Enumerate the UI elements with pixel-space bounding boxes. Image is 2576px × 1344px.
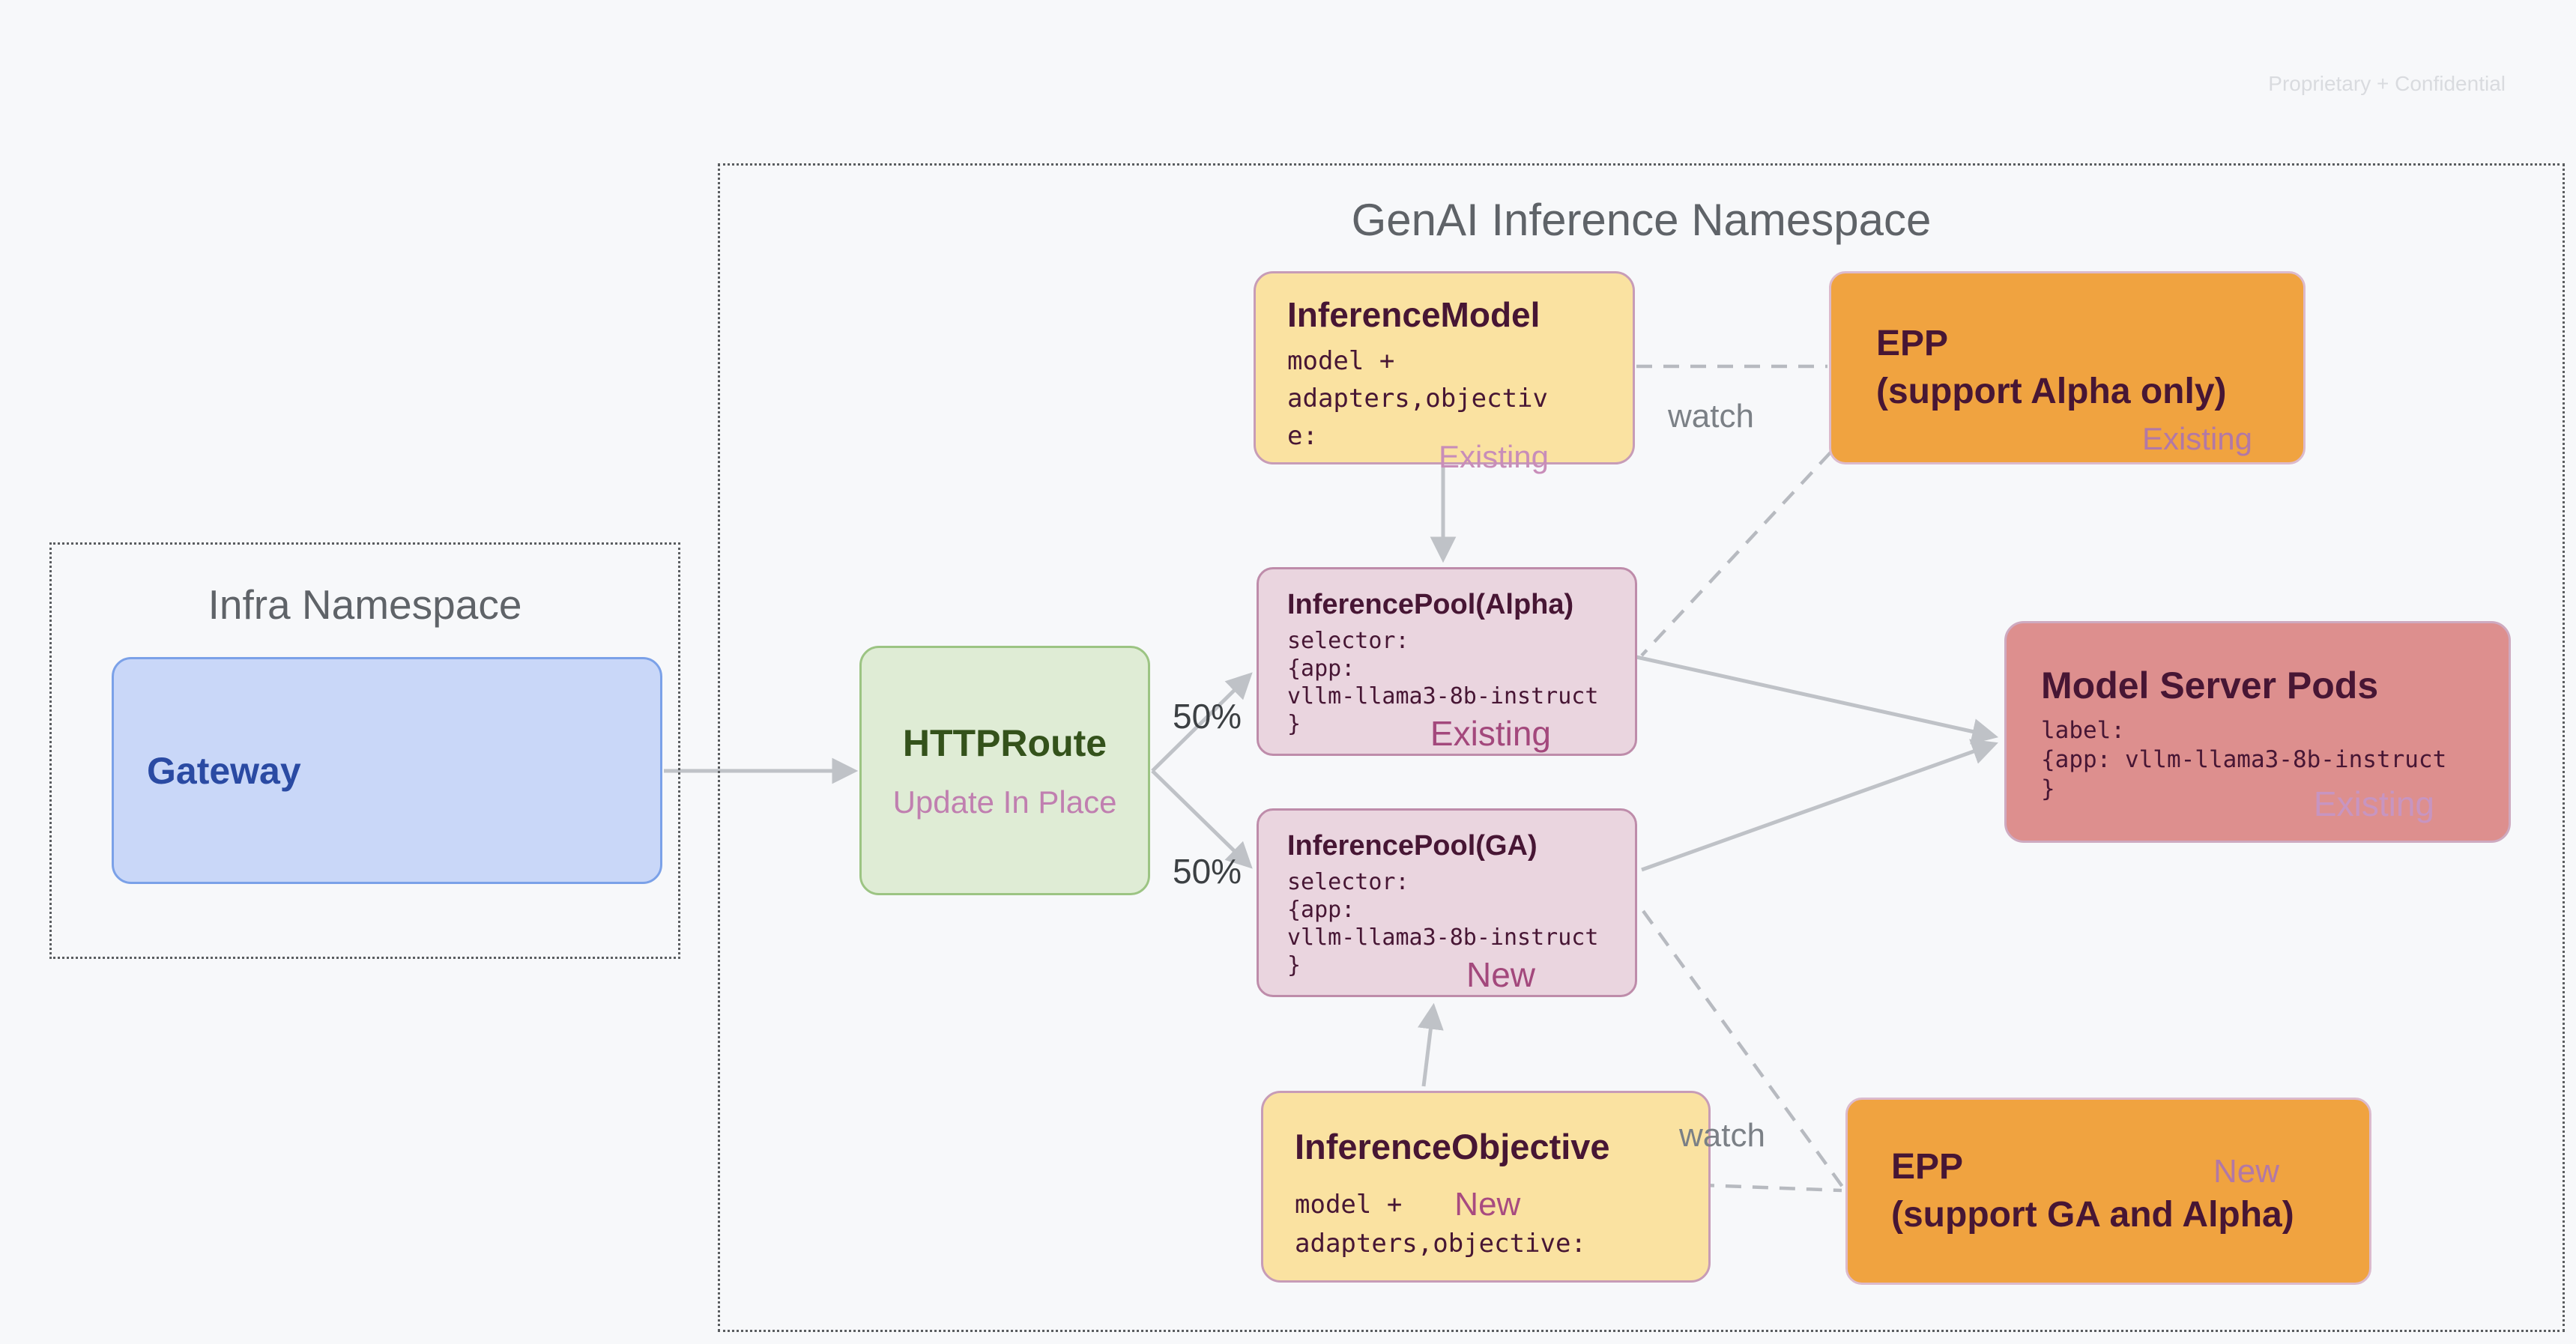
inference-model-badge: Existing: [1438, 439, 1549, 474]
inference-model-title: InferenceModel: [1287, 295, 1541, 334]
model-server-pods-node: Model Server Pods label: {app: vllm-llam…: [2004, 621, 2511, 843]
infra-namespace-title: Infra Namespace: [208, 581, 522, 628]
inference-objective-badge: New: [1454, 1186, 1521, 1223]
epp-ga-subtitle: (support GA and Alpha): [1891, 1195, 2294, 1235]
genai-namespace-title: GenAI Inference Namespace: [1351, 195, 1932, 245]
genai-inference-namespace: GenAI Inference Namespace: [718, 163, 2565, 1332]
inference-objective-code-line1: model +: [1295, 1190, 1403, 1220]
inference-pool-alpha-code: selector: {app: vllm-llama3-8b-instruct …: [1287, 628, 1599, 737]
inference-model-node: InferenceModel model + adapters,objectiv…: [1254, 271, 1635, 473]
epp-ga-title: EPP: [1891, 1147, 1964, 1187]
model-server-pods-title: Model Server Pods: [2041, 665, 2379, 706]
inference-objective-node: InferenceObjective model + New adapters,…: [1261, 1091, 1711, 1283]
httproute-subtitle: Update In Place: [892, 784, 1117, 820]
inference-pool-alpha-title: InferencePool(Alpha): [1287, 589, 1574, 620]
epp-alpha-badge: Existing: [2141, 421, 2252, 456]
inference-model-code: model + adapters,objectiv e:: [1287, 346, 1548, 451]
inference-pool-alpha-badge: Existing: [1430, 714, 1551, 753]
epp-alpha-title: EPP: [1876, 324, 1949, 363]
inference-pool-ga-node: InferencePool(GA) selector: {app: vllm-l…: [1257, 808, 1637, 997]
inference-objective-code-line2: adapters,objective:: [1295, 1229, 1586, 1259]
epp-alpha-node: EPP (support Alpha only) Existing: [1829, 271, 2306, 464]
infra-namespace: Infra Namespace: [49, 542, 680, 959]
inference-pool-ga-code: selector: {app: vllm-llama3-8b-instruct …: [1287, 869, 1599, 978]
gateway-node: Gateway: [112, 657, 662, 884]
inference-pool-ga-title: InferencePool(GA): [1287, 830, 1538, 862]
httproute-node: HTTPRoute Update In Place: [859, 646, 1150, 895]
inference-pool-alpha-node: InferencePool(Alpha) selector: {app: vll…: [1257, 567, 1637, 756]
split-percent-top-label: 50%: [1173, 697, 1242, 736]
httproute-title: HTTPRoute: [902, 721, 1107, 764]
watch-bottom-label: watch: [1679, 1117, 1765, 1154]
inference-objective-title: InferenceObjective: [1295, 1127, 1610, 1166]
gateway-title: Gateway: [147, 749, 301, 792]
epp-ga-badge: New: [2213, 1153, 2279, 1190]
epp-ga-node: EPP (support GA and Alpha) New: [1845, 1098, 2371, 1285]
watermark-text: Proprietary + Confidential: [2268, 72, 2506, 95]
watch-top-label: watch: [1668, 398, 1754, 435]
split-percent-bottom-label: 50%: [1173, 852, 1242, 891]
model-server-pods-code: label: {app: vllm-llama3-8b-instruct }: [2041, 717, 2447, 802]
epp-alpha-subtitle: (support Alpha only): [1876, 372, 2227, 411]
model-server-pods-badge: Existing: [2313, 784, 2434, 823]
inference-pool-ga-badge: New: [1466, 955, 1535, 994]
